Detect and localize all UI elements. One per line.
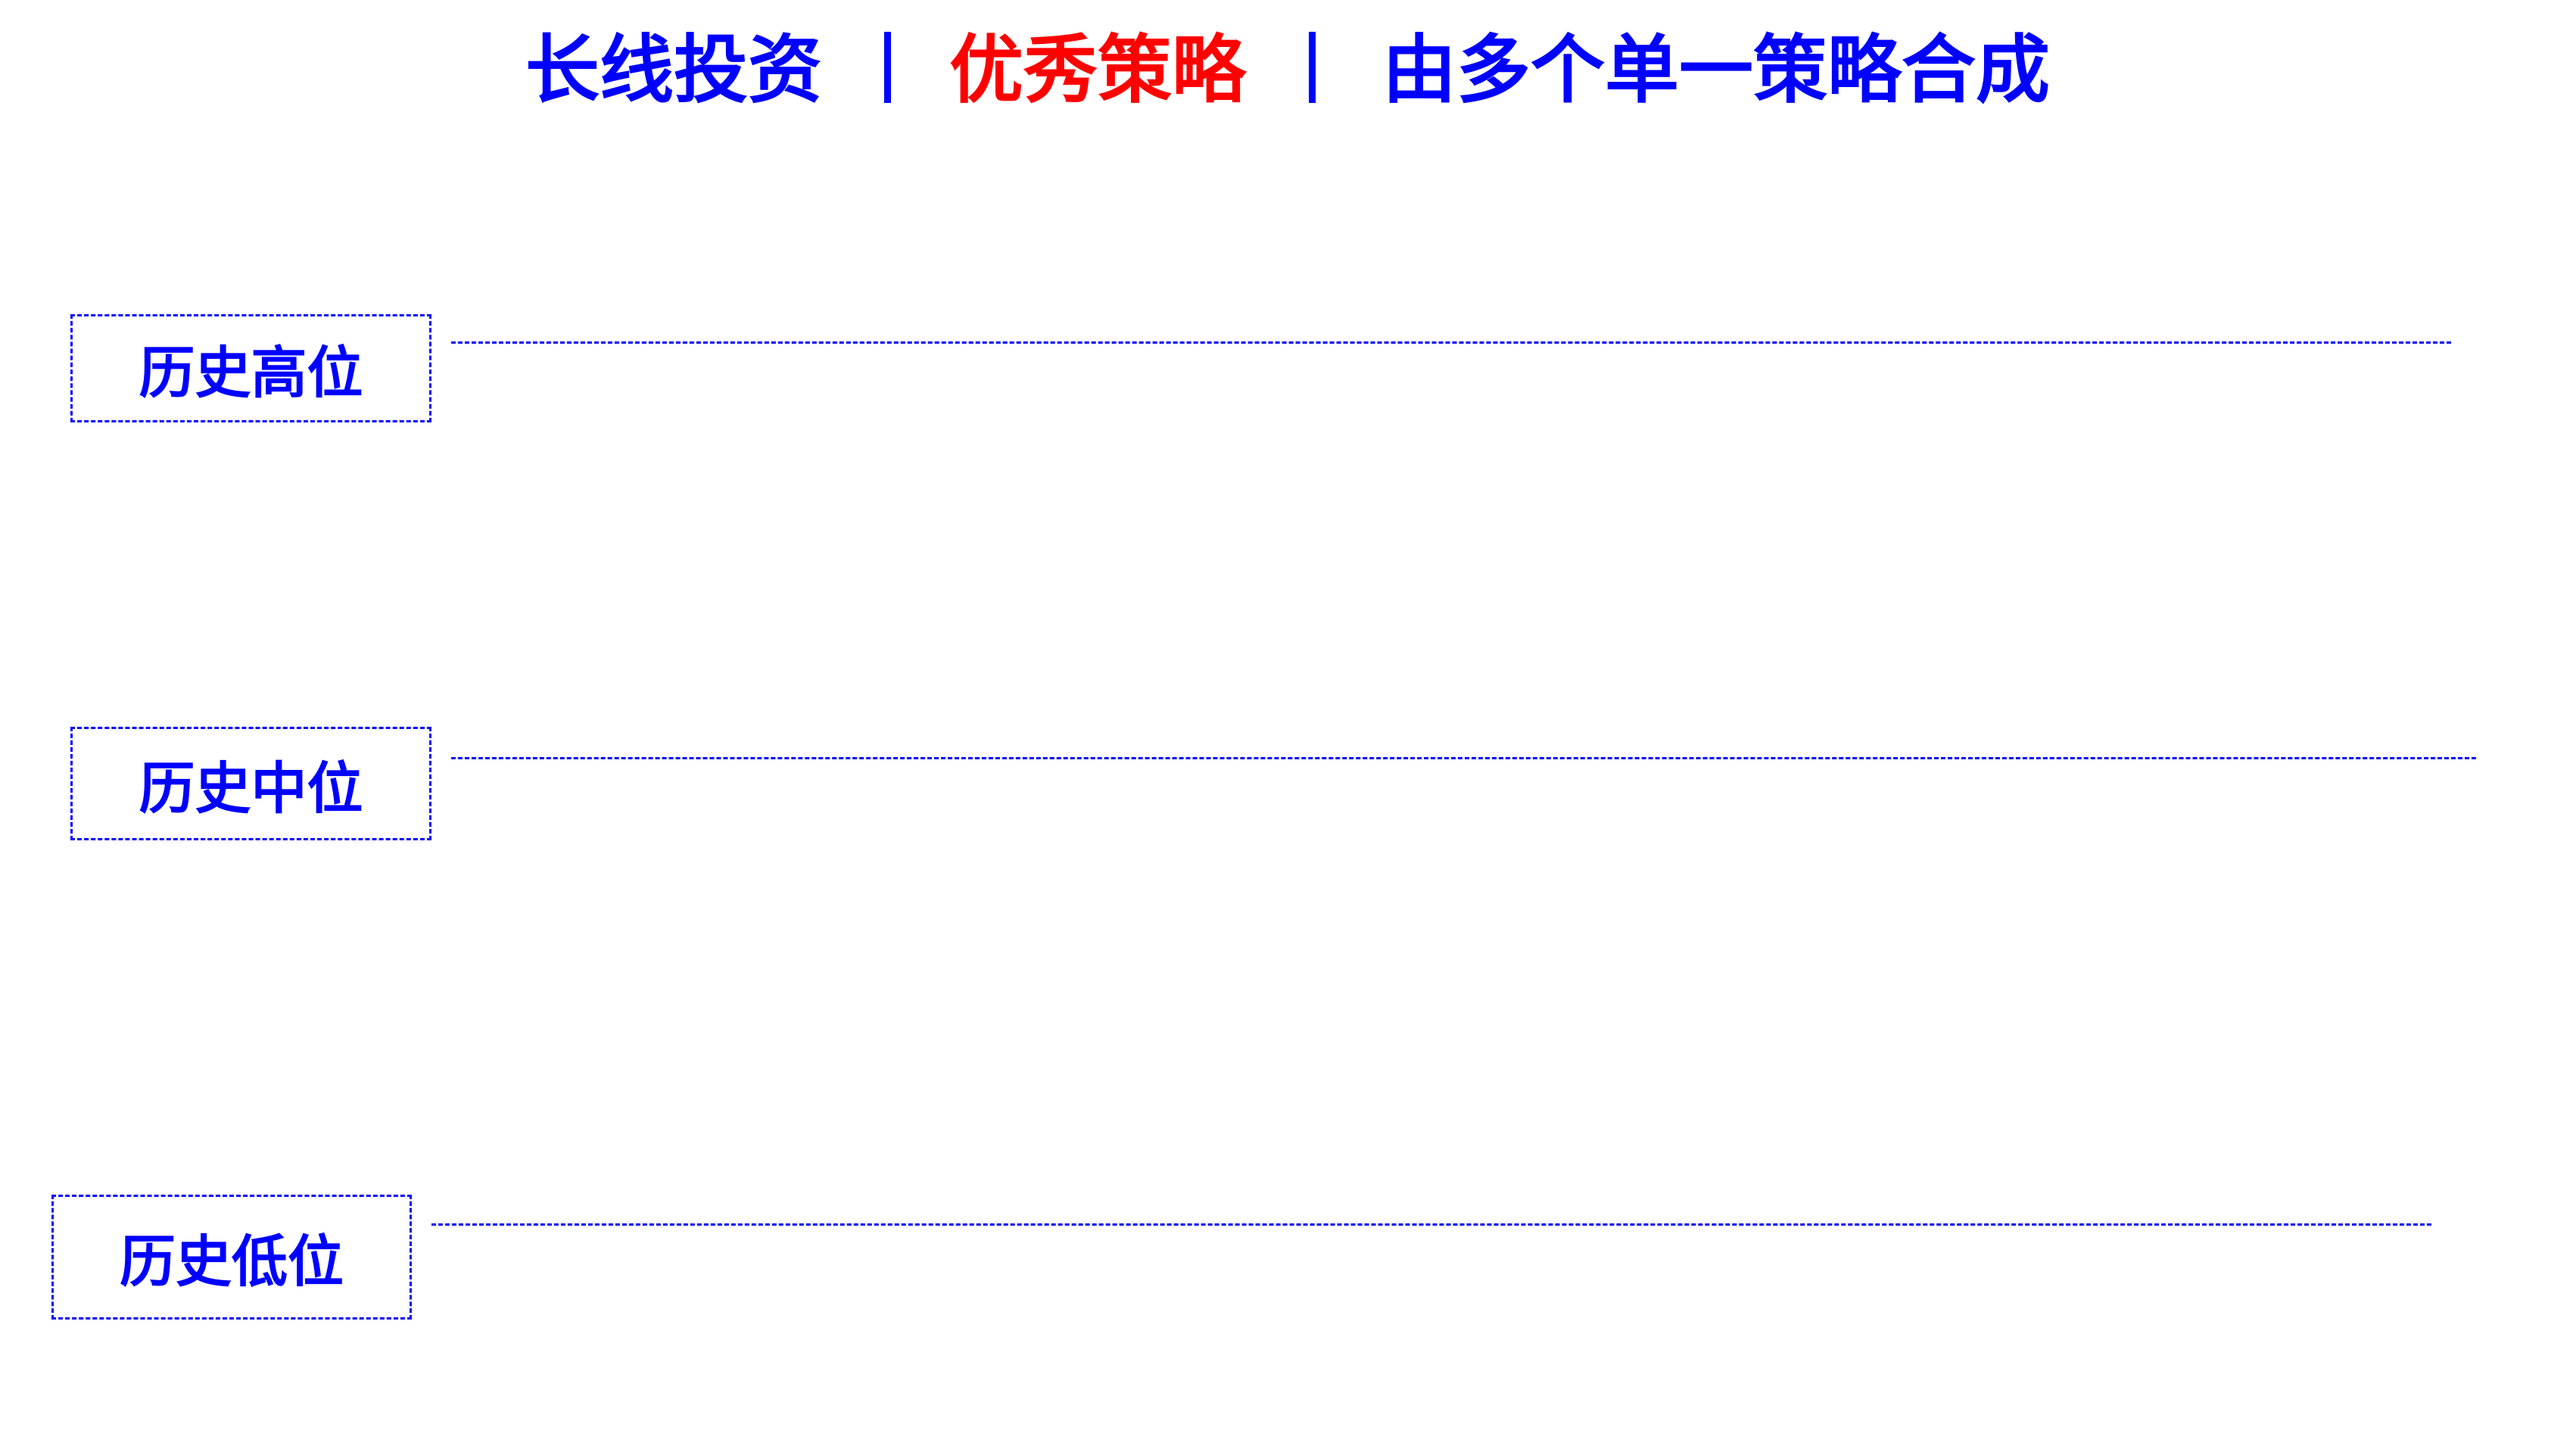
label-historical-low: 历史低位	[51, 1195, 412, 1320]
title-segment-excellent-strategy: 优秀策略	[949, 26, 1247, 114]
line-historical-high	[451, 341, 2451, 344]
title-segment-composed-of-strategies: 由多个单一策略合成	[1382, 26, 2051, 114]
title-separator-1	[884, 32, 891, 103]
title-segment-long-term-investment: 长线投资	[525, 26, 823, 114]
label-historical-median: 历史中位	[70, 727, 431, 840]
line-historical-median	[451, 757, 2476, 759]
label-historical-high: 历史高位	[70, 314, 431, 422]
title-separator-2	[1309, 32, 1316, 103]
line-historical-low	[431, 1223, 2431, 1226]
